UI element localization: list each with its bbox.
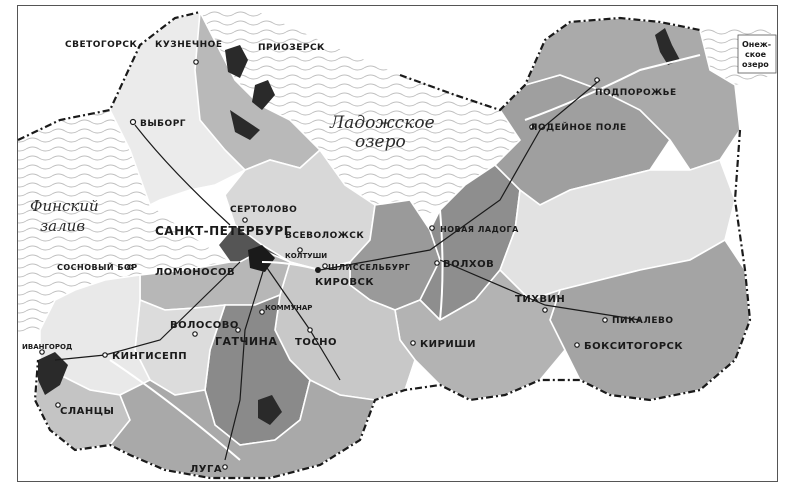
label-kingisepp: КИНГИСЕПП <box>112 351 187 362</box>
lake-luga <box>258 395 282 425</box>
label-tikhvin: ТИХВИН <box>515 294 565 305</box>
river-svir <box>524 54 701 121</box>
marker-vyborg <box>129 118 137 126</box>
label-kirovsk: КИРОВСК <box>315 277 374 288</box>
marker-tosno <box>307 327 313 333</box>
lake-pskovskoe <box>38 352 68 395</box>
district-luzhsky <box>108 378 377 479</box>
district-kirishsky <box>394 268 566 401</box>
label-gatchina: ГАТЧИНА <box>215 335 277 348</box>
road-pskov <box>224 264 266 461</box>
ladoga-label-line2: озеро <box>355 132 406 152</box>
road-tallinn <box>54 261 241 361</box>
onega-label-line1: Онеж- <box>742 40 771 49</box>
marker-ivangorod <box>39 349 45 355</box>
road-murmansk <box>319 79 601 271</box>
river-luga <box>109 359 241 461</box>
marker-novaya-ladoga <box>429 225 435 231</box>
river-neva <box>261 261 321 271</box>
marker-podporozhye <box>594 77 600 83</box>
label-boksitogorsk: БОКСИТОГОРСК <box>584 341 683 352</box>
ladoga-label-line1: Ладожское <box>329 113 435 133</box>
label-ivangorod: ИВАНГОРОД <box>22 343 72 351</box>
marker-sosnovy-bor <box>127 264 133 270</box>
label-sosnovy-bor: СОСНОВЫЙ БОР <box>57 261 138 272</box>
marker-gatchina <box>235 327 241 333</box>
label-lodeynoe-pole: ЛОДЕЙНОЕ ПОЛЕ <box>530 121 627 133</box>
marker-tikhvin <box>542 307 548 313</box>
label-podporozhye: ПОДПОРОЖЬЕ <box>595 88 677 98</box>
marker-pikalevo <box>602 317 608 323</box>
marker-volosovo <box>192 331 198 337</box>
label-lomonosov: ЛОМОНОСОВ <box>155 267 235 278</box>
label-volkhov: ВОЛХОВ <box>443 259 494 270</box>
district-boksitogorsky <box>549 238 751 401</box>
label-vyborg: ВЫБОРГ <box>140 119 186 129</box>
lake-priozersk-2 <box>252 80 275 110</box>
label-luga: ЛУГА <box>190 464 222 475</box>
label-shlisselburg: ШЛИССЕЛЬБУРГ <box>328 263 410 272</box>
label-kuznechnoe: КУЗНЕЧНОЕ <box>155 40 222 50</box>
marker-kirovsk <box>315 267 321 273</box>
marker-shlisselburg <box>322 263 328 269</box>
marker-sertolovo <box>242 217 248 223</box>
marker-spb <box>262 252 268 258</box>
label-svetogorsk: СВЕТОГОРСК <box>65 40 137 50</box>
oblast-border <box>17 10 752 480</box>
label-kirishi: КИРИШИ <box>420 339 476 350</box>
city-markers <box>39 59 608 470</box>
label-tosno: ТОСНО <box>295 337 337 348</box>
label-spb: САНКТ-ПЕТЕРБУРГ <box>155 224 292 238</box>
lake-priozersk-3 <box>230 110 260 140</box>
river-volkhov <box>439 209 444 321</box>
spb-dark <box>248 245 275 272</box>
label-kommunar: КОММУНАР <box>265 304 312 312</box>
label-slantsy: СЛАНЦЫ <box>60 406 114 417</box>
label-novaya-ladoga: НОВАЯ ЛАДОГА <box>440 225 519 234</box>
onega-label-line3: озеро <box>742 60 769 69</box>
marker-volkhov <box>434 260 440 266</box>
finsky-zaliv-water <box>18 110 230 335</box>
marker-kuznechnoe <box>193 59 199 65</box>
marker-kirishi <box>410 340 416 346</box>
lake-priozersk-1 <box>225 45 248 78</box>
marker-kommunar <box>259 309 265 315</box>
label-volosovo: ВОЛОСОВО <box>170 320 239 331</box>
onega-label-line2: ское <box>745 50 767 59</box>
ladoga-lake-water <box>200 8 520 220</box>
onega-label-box <box>737 34 777 74</box>
marker-vsevolozhsk <box>297 247 303 253</box>
label-priozersk: ПРИОЗЕРСК <box>258 43 325 53</box>
marker-slantsy <box>55 402 61 408</box>
marker-lodeynoe-pole <box>529 124 535 130</box>
marker-boksitogorsk <box>574 342 580 348</box>
marker-kingisepp <box>102 352 108 358</box>
label-vsevolozhsk: ВСЕВОЛОЖСК <box>285 231 364 241</box>
label-sertolovo: СЕРТОЛОВО <box>230 205 297 215</box>
label-koltushi: КОЛТУШИ <box>285 252 327 260</box>
finsky-label-line2: залив <box>40 217 85 235</box>
label-pikalevo: ПИКАЛЕВО <box>612 316 674 326</box>
road-tikhvin <box>439 259 641 321</box>
marker-luga <box>222 464 228 470</box>
lake-podporozhye <box>655 28 680 65</box>
road-vyborg <box>134 124 231 226</box>
finsky-label-line1: Финский <box>30 197 99 215</box>
